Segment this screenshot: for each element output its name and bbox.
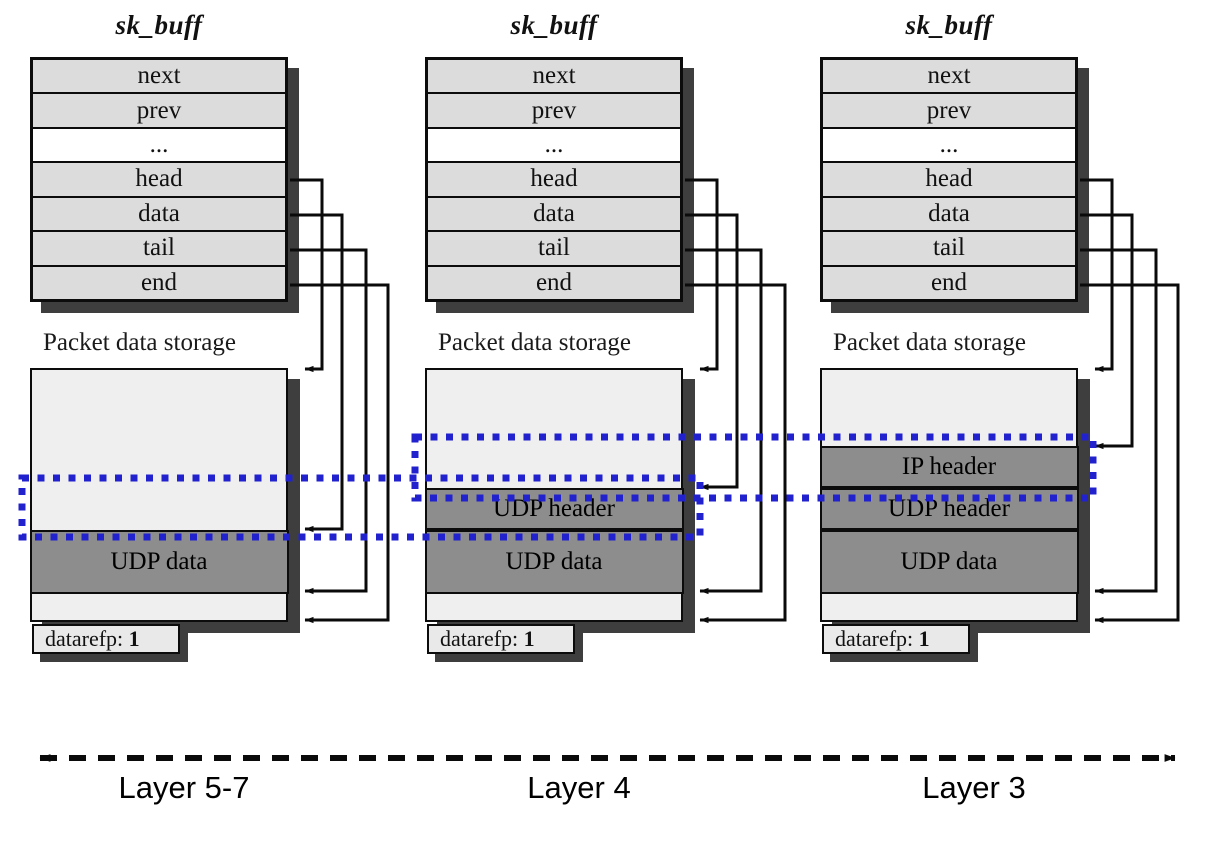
arrow-data-pointer bbox=[1080, 213, 1134, 450]
skbuff-field-row: next bbox=[428, 60, 680, 93]
skbuff-struct-table: next prev ... head data tail end bbox=[425, 57, 683, 302]
skbuff-field-row: next bbox=[823, 60, 1075, 93]
pointer-arrows-layer-3 bbox=[1080, 178, 1180, 624]
dataref-value: 1 bbox=[918, 626, 930, 651]
skbuff-field-row: prev bbox=[33, 92, 285, 127]
skbuff-field-row: data bbox=[823, 195, 1075, 231]
skbuff-field-label: next bbox=[927, 62, 971, 90]
skbuff-field-row: end bbox=[428, 264, 680, 299]
skbuff-field-label: ... bbox=[939, 131, 959, 159]
skbuff-field-row: prev bbox=[428, 92, 680, 127]
skbuff-field-label: data bbox=[138, 199, 180, 227]
skbuff-field-row: end bbox=[823, 264, 1075, 299]
skbuff-field-row: ... bbox=[823, 126, 1075, 162]
pointer-arrows-layer-4 bbox=[685, 178, 787, 624]
segment-udp-data: UDP data bbox=[819, 530, 1079, 594]
skbuff-field-label: head bbox=[925, 165, 973, 193]
skbuff-field-row: end bbox=[33, 264, 285, 299]
pointer-arrows-layer-5-7 bbox=[290, 178, 390, 624]
skbuff-field-label: data bbox=[928, 199, 970, 227]
arrow-tail-pointer bbox=[685, 248, 763, 595]
skbuff-field-label: prev bbox=[136, 96, 182, 124]
packet-data-box: UDP data bbox=[29, 368, 289, 622]
arrow-head-pointer bbox=[290, 178, 324, 373]
skbuff-title: sk_buff bbox=[510, 10, 598, 40]
dataref-value: 1 bbox=[523, 626, 535, 651]
skbuff-field-label: tail bbox=[538, 234, 570, 262]
skbuff-field-label: end bbox=[140, 268, 178, 296]
skbuff-field-label: tail bbox=[143, 234, 175, 262]
skbuff-field-label: next bbox=[532, 62, 576, 90]
skbuff-field-row: ... bbox=[428, 126, 680, 162]
skbuff-field-row: tail bbox=[823, 230, 1075, 265]
layer-label-4: Layer 4 bbox=[527, 770, 631, 805]
skbuff-field-row: prev bbox=[823, 92, 1075, 127]
skbuff-field-label: head bbox=[135, 165, 183, 193]
dataref-box: datarefp: 1 bbox=[822, 624, 970, 654]
skbuff-field-row: ... bbox=[33, 126, 285, 162]
arrow-end-pointer bbox=[685, 283, 787, 624]
dataref-value: 1 bbox=[128, 626, 140, 651]
skbuff-field-label: ... bbox=[149, 131, 169, 159]
arrow-end-pointer bbox=[1080, 283, 1180, 624]
skbuff-field-row: head bbox=[33, 161, 285, 196]
segment-ip-header: IP header bbox=[819, 446, 1079, 488]
arrow-head-pointer bbox=[685, 178, 719, 373]
packet-data-box: UDP header UDP data bbox=[424, 368, 684, 622]
skbuff-field-label: next bbox=[137, 62, 181, 90]
skbuff-field-label: tail bbox=[933, 234, 965, 262]
arrow-end-pointer bbox=[290, 283, 390, 624]
arrow-data-pointer bbox=[290, 213, 344, 533]
packet-storage-label: Packet data storage bbox=[833, 329, 1026, 356]
packet-storage-label: Packet data storage bbox=[43, 329, 236, 356]
skbuff-struct-table: next prev ... head data tail end bbox=[30, 57, 288, 302]
arrow-data-pointer bbox=[685, 213, 739, 491]
skbuff-field-row: data bbox=[33, 195, 285, 231]
layer-label-5-7: Layer 5-7 bbox=[118, 770, 250, 805]
dataref-box: datarefp: 1 bbox=[427, 624, 575, 654]
skbuff-title: sk_buff bbox=[905, 10, 993, 40]
skbuff-field-row: tail bbox=[428, 230, 680, 265]
skbuff-field-label: data bbox=[533, 199, 575, 227]
arrow-tail-pointer bbox=[1080, 248, 1158, 595]
packet-data-box: IP header UDP header UDP data bbox=[819, 368, 1079, 622]
skbuff-struct-table: next prev ... head data tail end bbox=[820, 57, 1078, 302]
skbuff-field-row: tail bbox=[33, 230, 285, 265]
skbuff-field-label: end bbox=[535, 268, 573, 296]
packet-storage-label: Packet data storage bbox=[438, 329, 631, 356]
skbuff-field-row: data bbox=[428, 195, 680, 231]
skbuff-field-row: next bbox=[33, 60, 285, 93]
segment-udp-header: UDP header bbox=[819, 488, 1079, 530]
segment-udp-data: UDP data bbox=[424, 530, 684, 594]
skbuff-field-row: head bbox=[823, 161, 1075, 196]
skbuff-field-label: head bbox=[530, 165, 578, 193]
skbuff-field-label: prev bbox=[531, 96, 577, 124]
skbuff-field-label: prev bbox=[926, 96, 972, 124]
arrow-tail-pointer bbox=[290, 248, 368, 595]
layer-label-3: Layer 3 bbox=[922, 770, 1026, 805]
skbuff-field-label: end bbox=[930, 268, 968, 296]
skbuff-title: sk_buff bbox=[115, 10, 203, 40]
segment-udp-header: UDP header bbox=[424, 488, 684, 530]
column-layer-4: sk_buff next prev ... head data tail end… bbox=[424, 0, 684, 856]
skbuff-field-row: head bbox=[428, 161, 680, 196]
column-layer-5-7: sk_buff next prev ... head data tail end… bbox=[29, 0, 289, 856]
skbuff-field-label: ... bbox=[544, 131, 564, 159]
arrow-head-pointer bbox=[1080, 178, 1114, 373]
dataref-box: datarefp: 1 bbox=[32, 624, 180, 654]
segment-udp-data: UDP data bbox=[29, 530, 289, 594]
column-layer-3: sk_buff next prev ... head data tail end… bbox=[819, 0, 1079, 856]
